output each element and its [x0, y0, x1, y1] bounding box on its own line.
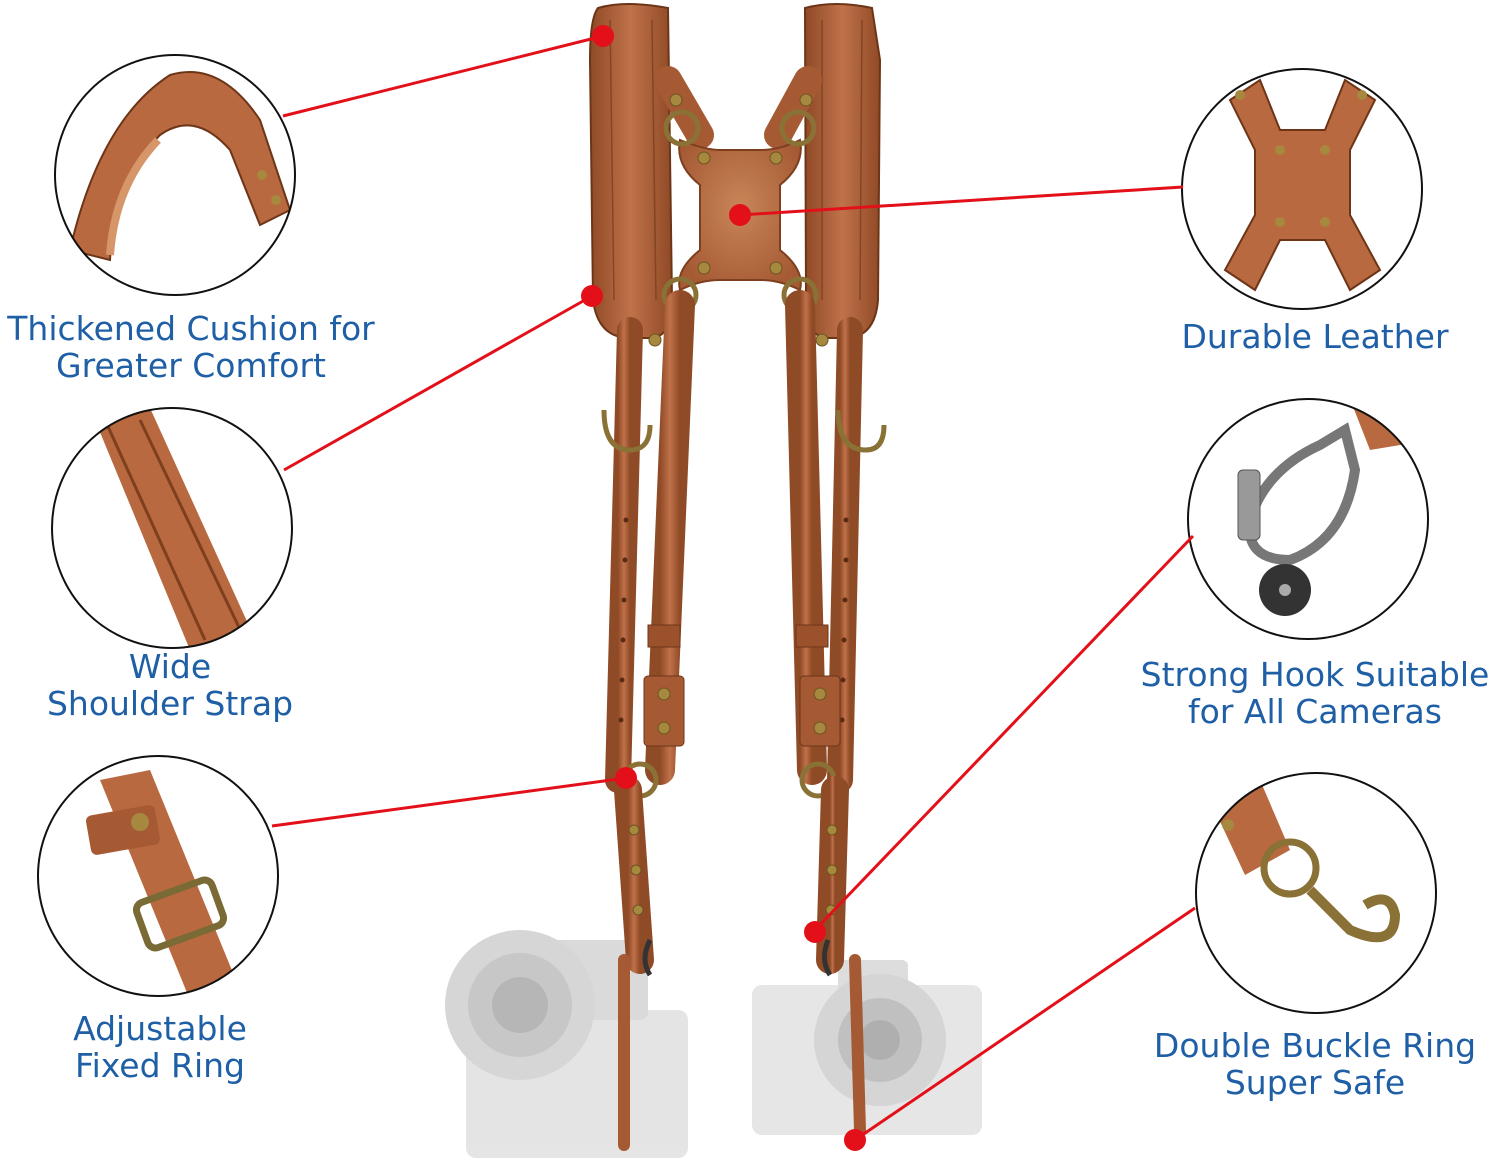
- callout-dot-wide-strap: [581, 285, 603, 307]
- closeup-back-patch: [1181, 68, 1423, 310]
- closeup-strap-edge: [51, 407, 293, 649]
- feature-label-adjustable-ring: Adjustable Fixed Ring: [73, 1009, 247, 1085]
- callout-dot-hook: [804, 921, 826, 943]
- callout-dots: [581, 25, 866, 1151]
- feature-label-cushion: Thickened Cushion for Greater Comfort: [7, 309, 375, 385]
- callout-dot-leather: [729, 204, 751, 226]
- callout-dot-cushion: [592, 25, 614, 47]
- closeup-camera-hook: [1187, 398, 1429, 640]
- feature-label-leather: Durable Leather: [1181, 317, 1449, 356]
- feature-label-buckle: Double Buckle Ring Super Safe: [1153, 1026, 1477, 1102]
- feature-label-hook: Strong Hook Suitable for All Cameras: [1140, 655, 1490, 731]
- mirrorless-camera-silhouette: [752, 960, 982, 1135]
- callout-lines: [271, 34, 1196, 1142]
- feature-label-wide-strap: Wide Shoulder Strap: [46, 647, 294, 723]
- closeup-padded-strap: [54, 54, 296, 296]
- closeup-buckle: [37, 755, 279, 997]
- dslr-camera-silhouette: [445, 930, 688, 1158]
- callout-dot-buckle: [844, 1129, 866, 1151]
- callout-dot-ring: [615, 767, 637, 789]
- closeup-snap-hook: [1195, 772, 1437, 1014]
- leather-harness: [588, 3, 887, 1151]
